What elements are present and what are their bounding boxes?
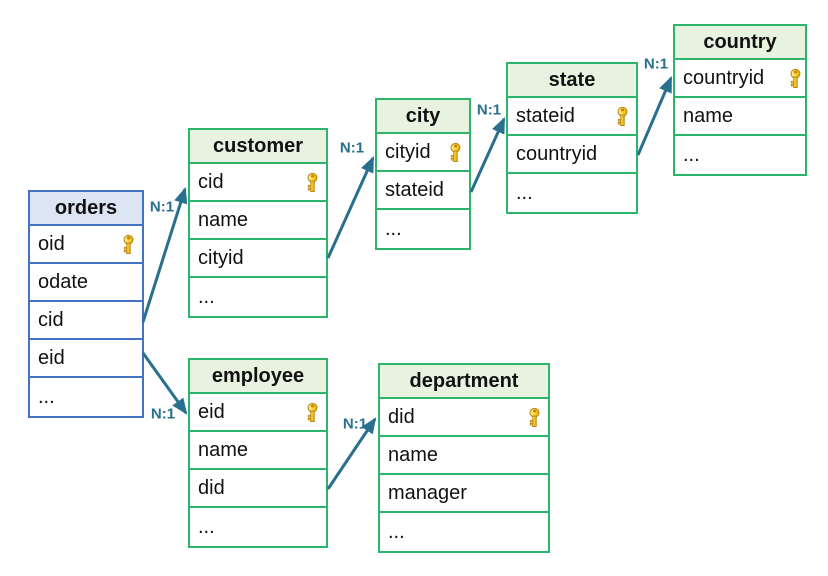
table-title-text: state [548, 68, 596, 91]
table-city-row-cityid: cityid [377, 134, 469, 172]
table-employee-row-did: did [190, 470, 326, 508]
field-label: manager [388, 481, 467, 504]
table-city-row-stateid: stateid [377, 172, 469, 210]
field-label: name [683, 104, 734, 127]
cardinality-label-customer-city: N:1 [339, 139, 365, 157]
key-icon [307, 172, 318, 192]
field-label: did [198, 476, 225, 499]
field-label: ... [388, 520, 405, 543]
field-label: cid [38, 308, 64, 331]
key-icon [450, 142, 461, 162]
table-department-row-name: name [380, 437, 548, 475]
table-employee-row-ellipsis: ... [190, 508, 326, 546]
table-state-title: state [508, 64, 636, 98]
field-label: ... [198, 515, 215, 538]
table-orders-title: orders [30, 192, 142, 226]
field-label: name [388, 443, 439, 466]
table-orders-row-eid: eid [30, 340, 142, 378]
field-label: name [198, 438, 249, 461]
field-label: ... [38, 385, 55, 408]
table-department-row-ellipsis: ... [380, 513, 548, 551]
field-label: ... [198, 285, 215, 308]
field-label: eid [38, 346, 65, 369]
field-label: stateid [516, 104, 575, 127]
field-label: ... [683, 143, 700, 166]
field-label: ... [516, 181, 533, 204]
table-department-row-did: did [380, 399, 548, 437]
arrow-customer-city [326, 156, 375, 259]
field-label: stateid [385, 178, 444, 201]
field-label: cid [198, 170, 224, 193]
table-country-row-name: name [675, 98, 805, 136]
table-customer: customer cid name cityid ... [188, 128, 328, 318]
key-icon [123, 234, 134, 254]
table-department: department did name manager ... [378, 363, 550, 553]
field-label: odate [38, 270, 89, 293]
field-label: ... [385, 217, 402, 240]
table-customer-row-name: name [190, 202, 326, 240]
table-title-text: department [409, 369, 519, 392]
cardinality-label-employee-department: N:1 [342, 415, 368, 433]
table-orders-row-ellipsis: ... [30, 378, 142, 416]
table-state-row-countryid: countryid [508, 136, 636, 174]
table-customer-title: customer [190, 130, 326, 164]
table-orders-row-odate: odate [30, 264, 142, 302]
table-employee-row-eid: eid [190, 394, 326, 432]
table-title-text: city [405, 104, 441, 127]
field-label: countryid [516, 142, 598, 165]
table-orders-row-cid: cid [30, 302, 142, 340]
table-customer-row-ellipsis: ... [190, 278, 326, 316]
table-state: state stateid countryid ... [506, 62, 638, 214]
cardinality-label-orders-customer: N:1 [149, 198, 175, 216]
table-country-row-ellipsis: ... [675, 136, 805, 174]
field-label: cityid [385, 140, 431, 163]
table-state-row-ellipsis: ... [508, 174, 636, 212]
table-city: city cityid stateid ... [375, 98, 471, 250]
table-city-row-ellipsis: ... [377, 210, 469, 248]
key-icon [617, 106, 628, 126]
arrow-city-state [469, 117, 506, 193]
table-customer-row-cid: cid [190, 164, 326, 202]
table-title-text: customer [212, 134, 304, 157]
field-label: eid [198, 400, 225, 423]
field-label: did [388, 405, 415, 428]
cardinality-label-state-country: N:1 [643, 55, 669, 73]
key-icon [307, 402, 318, 422]
field-label: cityid [198, 246, 244, 269]
key-icon [790, 68, 801, 88]
arrow-state-country [636, 76, 673, 156]
field-label: name [198, 208, 249, 231]
cardinality-label-orders-employee: N:1 [150, 405, 176, 423]
table-title-text: country [703, 30, 777, 53]
table-state-row-stateid: stateid [508, 98, 636, 136]
table-department-title: department [380, 365, 548, 399]
table-city-title: city [377, 100, 469, 134]
table-orders-row-oid: oid [30, 226, 142, 264]
field-label: countryid [683, 66, 765, 89]
cardinality-label-city-state: N:1 [476, 101, 502, 119]
table-employee-row-name: name [190, 432, 326, 470]
table-title-text: orders [54, 196, 118, 219]
table-employee-title: employee [190, 360, 326, 394]
field-label: oid [38, 232, 65, 255]
arrow-orders-employee [141, 352, 188, 415]
table-orders: orders oid odate cid eid ... [28, 190, 144, 418]
table-country-row-countryid: countryid [675, 60, 805, 98]
table-country: country countryid name ... [673, 24, 807, 176]
table-title-text: employee [211, 364, 305, 387]
table-department-row-manager: manager [380, 475, 548, 513]
key-icon [529, 407, 540, 427]
table-customer-row-cityid: cityid [190, 240, 326, 278]
table-country-title: country [675, 26, 805, 60]
table-employee: employee eid name did ... [188, 358, 328, 548]
